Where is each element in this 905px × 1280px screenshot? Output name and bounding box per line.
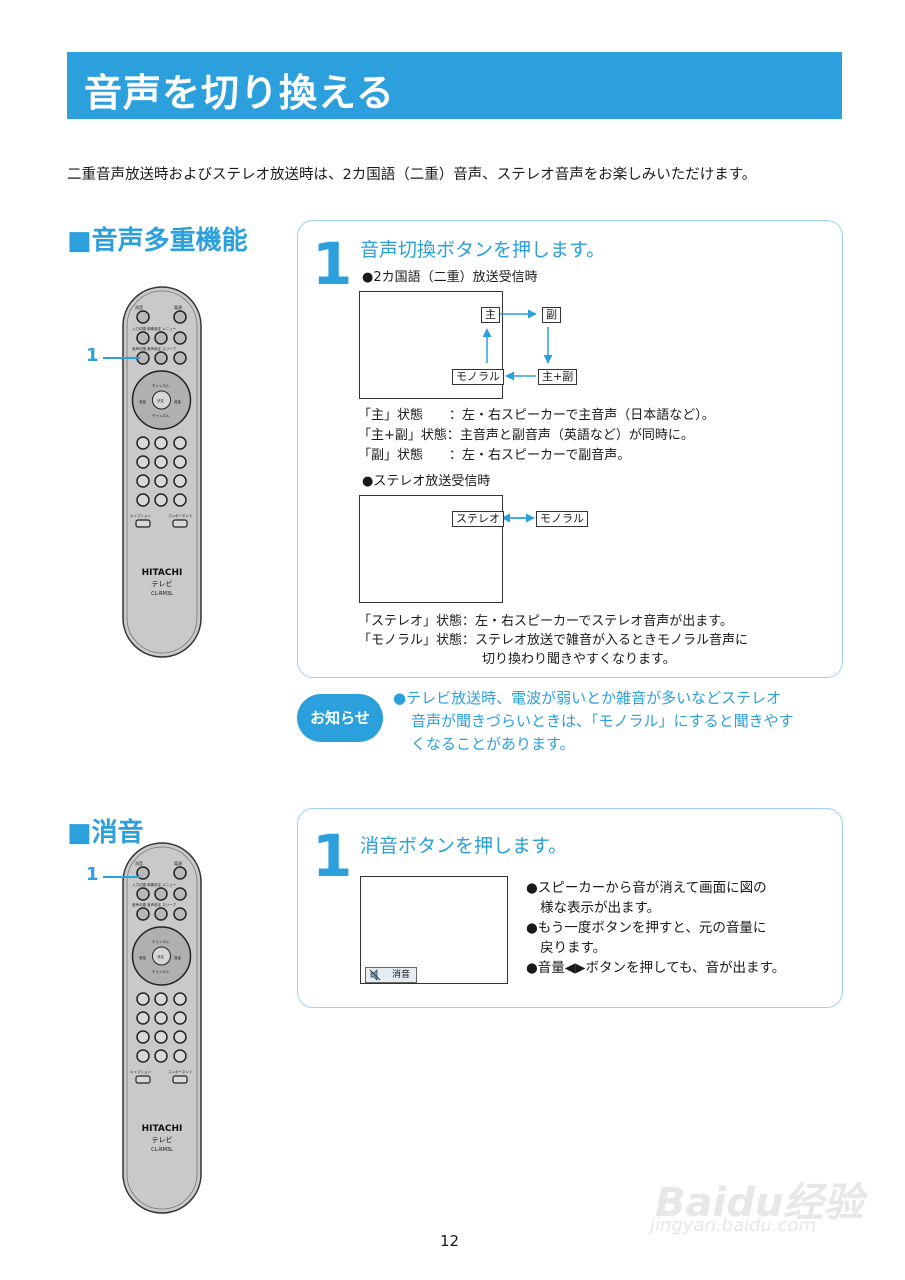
remote-control-2: 消音 電源 入力切換 映像設定 メニュー 音声切換 音声設定 スリープ チャンネ… xyxy=(122,842,202,1214)
remote-product: テレビ xyxy=(152,579,173,588)
remote-dpad-ch-bottom: チャンネル xyxy=(152,413,170,418)
remote-label-caption: キャプション xyxy=(130,513,151,518)
mute-bullet-2: ●もう一度ボタンを押すと、元の音量に xyxy=(526,920,767,936)
remote-label-component: コンポーネント xyxy=(168,513,193,518)
label-main-sub: 主+副 xyxy=(538,369,578,385)
remote-dpad-vol-right: 音量 xyxy=(174,399,181,404)
remote-row2-labels: 入力切換 映像設定 メニュー xyxy=(132,326,177,331)
state-row-main: 「主」状態 ：左・右スピーカーで主音声（日本語など）。 xyxy=(358,408,715,423)
state-row-mono: 「モノラル」状態：ステレオ放送で雑音が入るときモノラル音声に xyxy=(358,633,749,648)
mute-bullet-1-cont: 様な表示が出ます。 xyxy=(540,900,661,916)
remote-model: CL-RM3L xyxy=(151,591,173,597)
notice-badge: お知らせ xyxy=(297,694,383,742)
notice-line-3: くなることがあります。 xyxy=(411,735,575,753)
label-main: 主 xyxy=(481,307,500,323)
intro-text: 二重音声放送時およびステレオ放送時は、2カ国語（二重）音声、ステレオ音声をお楽し… xyxy=(67,167,757,183)
step-number-mute: 1 xyxy=(312,822,353,890)
mute-indicator: 消音 xyxy=(365,967,417,983)
remote2-dpad-ch-top: チャンネル xyxy=(152,939,170,944)
state-row-main-sub: 「主+副」状態：主音声と副音声（英語など）が同時に。 xyxy=(358,428,694,443)
remote2-label-mute: 消音 xyxy=(135,860,143,866)
remote-dpad-ok: 決定 xyxy=(157,398,164,403)
step-title-mute: 消音ボタンを押します。 xyxy=(360,835,568,857)
remote-label-power: 電源 xyxy=(174,304,182,310)
mute-bullet-1: ●スピーカーから音が消えて画面に図の xyxy=(526,880,767,896)
stereo-subheading: ●ステレオ放送受信時 xyxy=(362,474,491,489)
remote2-label-caption: キャプション xyxy=(130,1069,151,1074)
watermark-logo: Baidu经验 xyxy=(655,1180,864,1226)
watermark-url: jingyan.baidu.com xyxy=(650,1215,817,1236)
remote2-dpad-vol-right: 音量 xyxy=(174,955,181,960)
step-title: 音声切換ボタンを押します。 xyxy=(360,239,606,261)
mute-bullet-3: ●音量◀▶ボタンを押しても、音が出ます。 xyxy=(526,960,786,976)
notice-line-1: ●テレビ放送時、電波が弱いとか雑音が多いなどステレオ xyxy=(393,689,782,707)
label-mono: モノラル xyxy=(452,369,504,385)
remote2-label-power: 電源 xyxy=(174,860,182,866)
remote2-dpad-vol-left: 音量 xyxy=(139,955,146,960)
label-mono-2: モノラル xyxy=(536,511,588,527)
remote-callout-2: 1 xyxy=(86,864,99,885)
remote-control: 消音 電源 入力切換 映像設定 メニュー 音声切換 音声設定 スリープ チャンネ… xyxy=(122,286,202,658)
title-bar: 音声を切り換える xyxy=(67,52,842,119)
state-row-sub: 「副」状態 ：左・右スピーカーで副音声。 xyxy=(358,448,631,463)
remote2-model: CL-RM3L xyxy=(151,1147,173,1153)
remote-callout-line xyxy=(103,357,140,359)
bilingual-cycle-arrows xyxy=(482,309,553,523)
remote-illustration-2: 消音 電源 入力切換 映像設定 メニュー 音声切換 音声設定 スリープ チャンネ… xyxy=(122,842,202,1214)
notice-line-2: 音声が聞きづらいときは、「モノラル」にすると聞きやす xyxy=(411,712,794,730)
page-title: 音声を切り換える xyxy=(84,71,395,115)
remote2-dpad-ch-bottom: チャンネル xyxy=(152,969,170,974)
section-heading-audio-multiplex: ■音声多重機能 xyxy=(67,226,248,256)
section-heading-mute: ■消音 xyxy=(67,818,144,848)
label-sub: 副 xyxy=(542,307,561,323)
label-stereo: ステレオ xyxy=(452,511,504,527)
remote-dpad-ch-top: チャンネル xyxy=(152,383,170,388)
remote-callout-1: 1 xyxy=(86,345,99,366)
remote-row3-labels: 音声切換 音声設定 スリープ xyxy=(132,346,177,351)
remote2-product: テレビ xyxy=(152,1135,173,1144)
remote2-row2-labels: 入力切換 映像設定 メニュー xyxy=(132,882,177,887)
state-row-stereo: 「ステレオ」状態：左・右スピーカーでステレオ音声が出ます。 xyxy=(358,614,733,629)
bilingual-subheading: ●2カ国語（二重）放送受信時 xyxy=(362,270,538,285)
state-row-mono-continued: 切り換わり聞きやすくなります。 xyxy=(482,652,676,667)
remote-callout-line-2 xyxy=(103,876,140,878)
remote2-row3-labels: 音声切換 音声設定 スリープ xyxy=(132,902,177,907)
page-number: 12 xyxy=(440,1232,460,1250)
remote2-dpad-ok: 決定 xyxy=(157,954,164,959)
remote2-label-component: コンポーネント xyxy=(168,1069,193,1074)
tv-screen-mute: 消音 xyxy=(360,876,508,984)
remote-illustration: 消音 電源 入力切換 映像設定 メニュー 音声切換 音声設定 スリープ チャンネ… xyxy=(122,286,202,658)
remote2-brand: HITACHI xyxy=(142,1124,183,1134)
speaker-muted-icon xyxy=(369,969,381,981)
step-card-mute: 1 消音ボタンを押します。 消音 xyxy=(297,808,843,1008)
mute-indicator-label: 消音 xyxy=(392,970,411,980)
remote-brand: HITACHI xyxy=(142,568,183,578)
step-number: 1 xyxy=(312,230,353,298)
remote-label-mute: 消音 xyxy=(135,304,143,310)
step-card-audio-switch: 1 音声切換ボタンを押します。 ●2カ国語（二重）放送受信時 主 副 主+副 モ… xyxy=(297,220,843,678)
mute-bullet-2-cont: 戻ります。 xyxy=(540,940,607,956)
remote-dpad-vol-left: 音量 xyxy=(139,399,146,404)
